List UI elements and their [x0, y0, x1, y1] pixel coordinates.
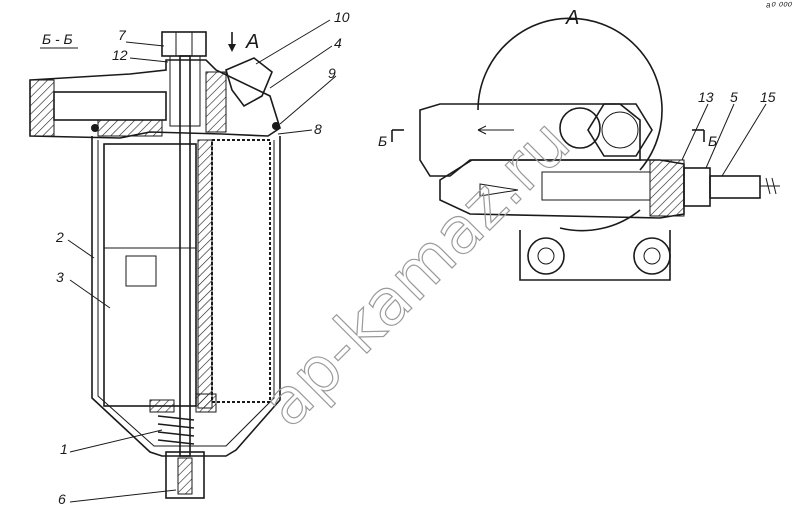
- filter-screen: [211, 139, 271, 403]
- bowl: [91, 136, 281, 457]
- callout-5: 5: [730, 89, 738, 105]
- callout-3: 3: [56, 269, 64, 285]
- inlet-channel: [53, 91, 167, 121]
- callout-4: 4: [334, 35, 342, 51]
- inlet-fitting: [225, 57, 273, 108]
- hex-nut: [587, 103, 653, 157]
- top-nut: [161, 31, 207, 57]
- callout-6: 6: [58, 491, 66, 507]
- callout-10: 10: [334, 9, 350, 25]
- callout-13: 13: [698, 89, 714, 105]
- round-boss: [559, 107, 601, 149]
- section-mark-right: Б: [708, 133, 717, 149]
- section-mark-left: Б: [378, 133, 387, 149]
- valve-nut: [683, 167, 711, 207]
- filter-head: [29, 59, 281, 139]
- center-rod: [179, 55, 191, 457]
- callout-15: 15: [760, 89, 776, 105]
- drain-plug: [165, 451, 205, 499]
- filter-element: [103, 143, 197, 407]
- seal-ring-left: [91, 124, 99, 132]
- corner-mark: ᵃ⁰ ⁰⁰⁰: [766, 1, 792, 13]
- mount-hole-right: [633, 237, 671, 275]
- seal-ring-right: [272, 122, 280, 130]
- watermark: ap-kamaz.ru: [249, 106, 585, 442]
- callout-9: 9: [328, 65, 336, 81]
- section-title: Б - Б: [42, 31, 73, 47]
- mount-base: [519, 230, 671, 281]
- valve-body: [709, 175, 761, 199]
- callout-7: 7: [118, 27, 127, 43]
- callout-8: 8: [314, 121, 322, 137]
- top-view: А ᵃ⁰ ⁰⁰⁰ Б Б: [378, 1, 792, 281]
- callout-1: 1: [60, 441, 68, 457]
- callout-12: 12: [112, 47, 128, 63]
- head-left-wall: [29, 79, 55, 137]
- spring: [157, 415, 195, 445]
- view-arrow-label: А: [245, 31, 259, 53]
- section-view: Б - Б А: [29, 9, 350, 507]
- mount-hole-left: [527, 237, 565, 275]
- housing-circle: [477, 17, 663, 171]
- callout-2: 2: [55, 229, 64, 245]
